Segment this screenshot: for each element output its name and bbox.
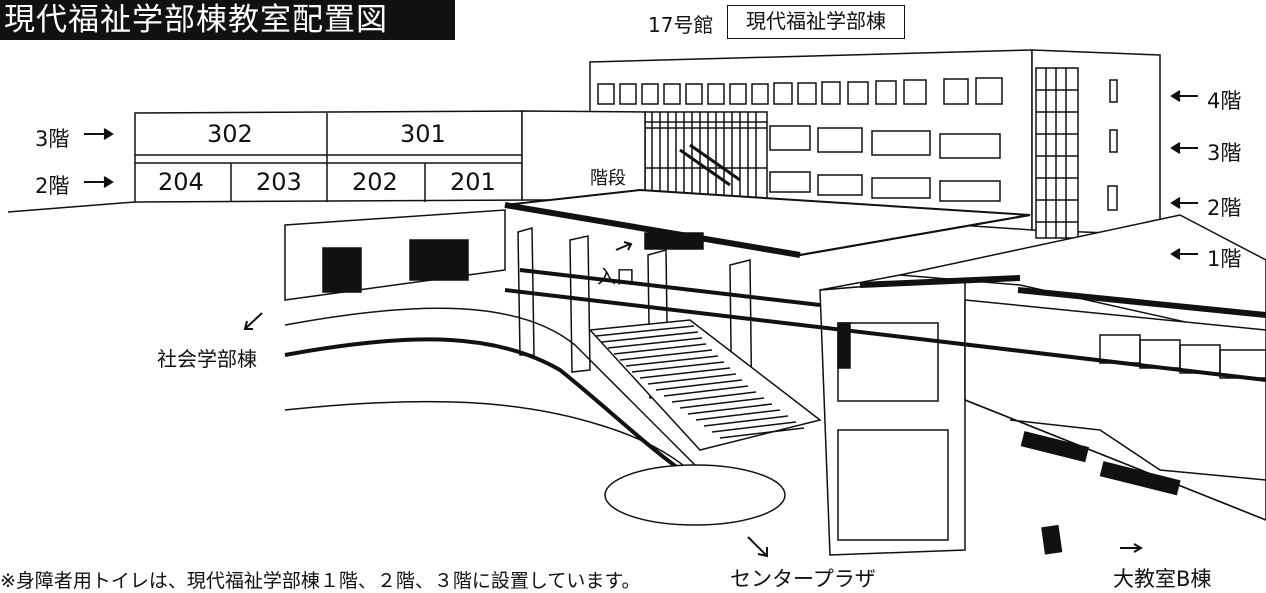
- lecture-b-label: 大教室B棟: [1113, 567, 1212, 591]
- room-203: 203: [256, 168, 302, 196]
- accessibility-note: ※身障者用トイレは、現代福祉学部棟１階、２階、３階に設置しています。: [0, 570, 641, 592]
- building-number: 17号館: [648, 13, 714, 37]
- right-wing: [964, 299, 1266, 521]
- plaza-circle: [604, 464, 786, 526]
- left-wing-end: [521, 110, 646, 201]
- entrance-sign: [644, 232, 704, 250]
- room-202: 202: [352, 168, 398, 196]
- room-301: 301: [400, 120, 446, 148]
- floor-label-2f-right: 2階: [1207, 196, 1242, 220]
- front-block: [819, 277, 966, 556]
- window-row-4f: [597, 77, 1003, 105]
- side-window-2f: [1107, 185, 1118, 211]
- stairs-label: 階段: [590, 168, 626, 189]
- glass-curtain-wall: [1035, 67, 1079, 239]
- window-row-3f: [769, 125, 1001, 159]
- arrows: [84, 90, 1198, 558]
- floor-label-3f-left: 3階: [35, 127, 70, 151]
- side-window-3f: [1109, 129, 1118, 153]
- entrance-label: 入口: [597, 266, 636, 288]
- left-low-wall: [284, 209, 506, 301]
- floor-label-1f-right: 1階: [1207, 247, 1242, 271]
- entrance-stairs: [588, 319, 822, 451]
- center-plaza-label: センタープラザ: [730, 567, 876, 591]
- floor-label-4f-right: 4階: [1207, 89, 1242, 113]
- side-window-4f: [1109, 79, 1118, 103]
- building-name-box: 現代福祉学部棟: [727, 5, 905, 39]
- stair-tower: [625, 111, 768, 203]
- room-302: 302: [207, 120, 253, 148]
- room-204: 204: [158, 168, 204, 196]
- page-title: 現代福祉学部棟教室配置図: [0, 0, 455, 40]
- social-building-label: 社会学部棟: [157, 347, 257, 371]
- floor-label-2f-left: 2階: [35, 174, 70, 198]
- floor-label-3f-right: 3階: [1207, 141, 1242, 165]
- window-row-2f: [769, 171, 1001, 202]
- room-201: 201: [450, 168, 496, 196]
- walkway: [284, 307, 701, 471]
